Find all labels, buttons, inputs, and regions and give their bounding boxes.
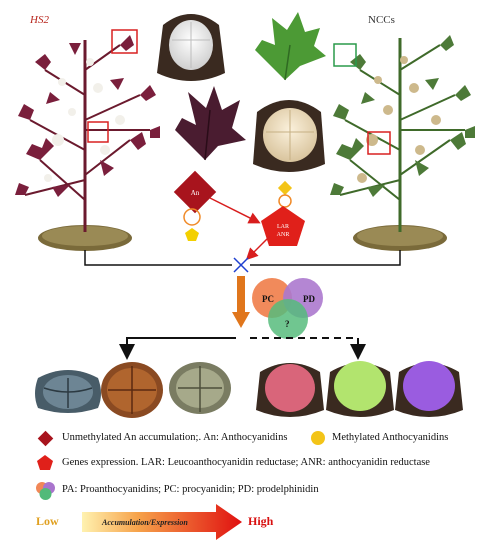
nccs-label: NCCs bbox=[368, 14, 395, 26]
venn-icon bbox=[252, 278, 323, 339]
boll-red-image bbox=[256, 363, 324, 417]
lar-label: LAR bbox=[277, 224, 289, 230]
scale-gradient-arrow bbox=[82, 504, 242, 540]
hs2-highlight-top bbox=[111, 29, 138, 54]
scale-high-label: High bbox=[248, 514, 274, 528]
boll-brown-image bbox=[101, 362, 163, 418]
hs2-connector-line bbox=[84, 250, 232, 266]
white-boll-image bbox=[157, 14, 225, 81]
an-to-genes-arrow bbox=[209, 197, 261, 224]
yellow-pentagon-icon bbox=[185, 228, 199, 241]
anr-label: ANR bbox=[277, 232, 290, 238]
orange-down-arrow-shaft bbox=[237, 276, 245, 314]
genes-to-cross-arrow bbox=[245, 235, 271, 261]
an-node-label: An bbox=[191, 189, 200, 197]
legend-pa-text: PA: Proanthocyanidins; PC: procyanidin; … bbox=[62, 484, 319, 495]
green-leaf-image bbox=[255, 12, 326, 81]
dashed-branch-arrow bbox=[250, 337, 366, 360]
boll-green-image bbox=[326, 361, 394, 417]
orange-down-arrow-head bbox=[232, 312, 250, 328]
venn-unknown-label: ? bbox=[285, 319, 290, 329]
an-diamond-icon bbox=[173, 170, 217, 214]
solid-branch-arrow bbox=[119, 337, 236, 360]
cream-boll-image bbox=[253, 100, 325, 172]
legend-diamond-icon bbox=[37, 430, 54, 447]
legend-genes-text: Genes expression. LAR: Leucoanthocyanidi… bbox=[62, 457, 430, 468]
scale-low-label: Low bbox=[36, 514, 59, 528]
venn-pc-label: PC bbox=[262, 294, 274, 304]
methylated-circle-icon bbox=[278, 194, 292, 208]
legend-pentagon-icon bbox=[37, 455, 53, 470]
legend-venn-icon bbox=[36, 482, 55, 500]
nccs-highlight-boll bbox=[367, 131, 391, 155]
methylated-diamond-icon bbox=[277, 180, 293, 196]
nccs-highlight-top bbox=[333, 43, 357, 67]
cross-x-mark-icon bbox=[233, 257, 249, 273]
venn-pd-label: PD bbox=[303, 294, 315, 304]
boll-grey-green-image bbox=[169, 362, 231, 414]
nccs-connector-line bbox=[250, 250, 401, 266]
nccs-plant-image bbox=[330, 35, 475, 251]
legend-unmethylated-text: Unmethylated An accumulation;. An: Antho… bbox=[62, 432, 288, 443]
lar-anr-pentagon-icon bbox=[261, 206, 305, 246]
hs2-label: HS2 bbox=[30, 14, 49, 26]
hs2-plant-image bbox=[15, 29, 160, 251]
purple-leaf-image bbox=[175, 86, 246, 161]
legend-methylated-text: Methylated Anthocyanidins bbox=[332, 432, 449, 443]
boll-purple-image bbox=[395, 361, 463, 417]
boll-blue-grey-image bbox=[35, 370, 101, 413]
hs2-highlight-boll bbox=[87, 121, 109, 143]
orange-circle-icon bbox=[183, 208, 201, 226]
legend-methyl-circle-icon bbox=[311, 431, 325, 445]
scale-middle-label: Accumulation/Expression bbox=[102, 518, 188, 527]
